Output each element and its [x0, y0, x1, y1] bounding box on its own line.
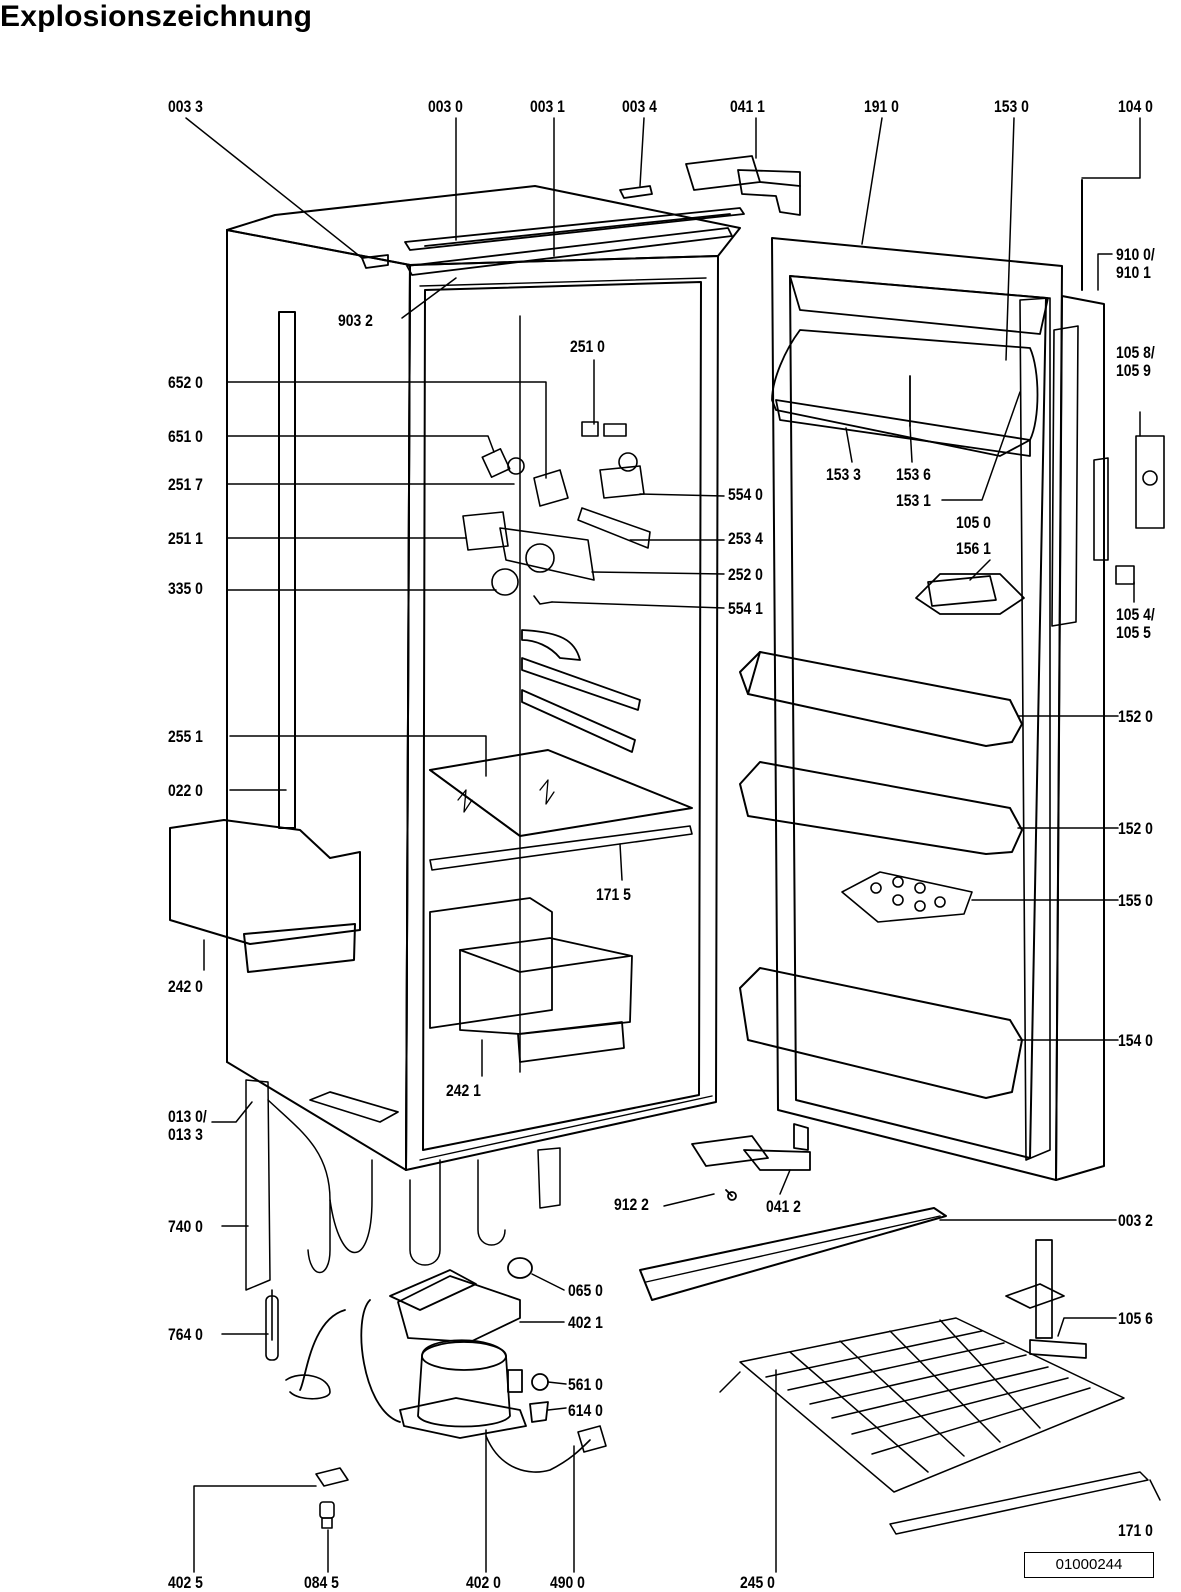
label-013-3: 013 3 [168, 1125, 203, 1144]
label-105-5: 105 5 [1116, 623, 1151, 642]
label-561-0: 561 0 [568, 1375, 603, 1394]
bottom-bracket [309, 1091, 399, 1123]
thermostat-sensor [265, 1289, 331, 1400]
label-251-7: 251 7 [168, 475, 203, 494]
label-253-4: 253 4 [728, 529, 763, 548]
label-156-1: 156 1 [956, 539, 991, 558]
label-740-0: 740 0 [168, 1217, 203, 1236]
label-153-1: 153 1 [896, 491, 931, 510]
label-153-0: 153 0 [994, 97, 1029, 116]
cabinet-body [226, 185, 741, 1171]
label-065-0: 065 0 [568, 1281, 603, 1300]
label-003-1: 003 1 [530, 97, 565, 116]
door-bin-left [169, 819, 361, 973]
top-cover-strips [361, 185, 745, 276]
inner-rails [521, 629, 641, 753]
drawing-number-box: 01000244 [1024, 1552, 1154, 1578]
vertical-tube [278, 311, 296, 829]
label-614-0: 614 0 [568, 1401, 603, 1420]
label-652-0: 652 0 [168, 373, 203, 392]
egg-tray [841, 871, 973, 923]
wire-shelf [719, 1317, 1149, 1535]
label-041-2: 041 2 [766, 1197, 801, 1216]
glass-shelf [429, 749, 693, 871]
crisper-drawers [429, 897, 633, 1063]
label-335-0: 335 0 [168, 579, 203, 598]
bottom-hinge [691, 1123, 811, 1201]
label-152-0-lower: 152 0 [1118, 819, 1153, 838]
label-242-1: 242 1 [446, 1081, 481, 1100]
label-903-2: 903 2 [338, 311, 373, 330]
label-105-9: 105 9 [1116, 361, 1151, 380]
vertical-bracket [1005, 1239, 1087, 1359]
mains-cable [485, 1425, 607, 1473]
label-252-0: 252 0 [728, 565, 763, 584]
label-153-6: 153 6 [896, 465, 931, 484]
door-hinge-parts [1093, 435, 1165, 585]
label-251-0: 251 0 [570, 337, 605, 356]
label-041-1: 041 1 [730, 97, 765, 116]
label-171-0: 171 0 [1118, 1521, 1153, 1540]
door-shelf-upper [739, 651, 1023, 747]
label-155-0: 155 0 [1118, 891, 1153, 910]
label-402-1: 402 1 [568, 1313, 603, 1332]
label-171-5: 171 5 [596, 885, 631, 904]
label-003-2: 003 2 [1118, 1211, 1153, 1230]
top-hinge [685, 155, 801, 216]
label-152-0-upper: 152 0 [1118, 707, 1153, 726]
label-105-4: 105 4/ [1116, 605, 1155, 624]
label-191-0: 191 0 [864, 97, 899, 116]
butter-compartment [771, 275, 1049, 457]
butter-dish [915, 573, 1025, 615]
bottle-shelf [739, 967, 1023, 1099]
label-554-1: 554 1 [728, 599, 763, 618]
label-910-0: 910 0/ [1116, 245, 1155, 264]
label-003-4: 003 4 [622, 97, 657, 116]
label-154-0: 154 0 [1118, 1031, 1153, 1050]
leader-lines [185, 117, 1161, 1573]
door-panel [771, 179, 1105, 1181]
page-title: Explosionszeichnung [0, 0, 313, 33]
condenser [245, 1079, 561, 1291]
label-104-0: 104 0 [1118, 97, 1153, 116]
cabinet-trims [419, 277, 713, 1161]
floor-strip [639, 1207, 947, 1301]
label-105-6: 105 6 [1118, 1309, 1153, 1328]
label-105-0: 105 0 [956, 513, 991, 532]
label-651-0: 651 0 [168, 427, 203, 446]
door-shelf-middle [739, 761, 1023, 855]
label-764-0: 764 0 [168, 1325, 203, 1344]
label-912-2: 912 2 [614, 1195, 649, 1214]
label-554-0: 554 0 [728, 485, 763, 504]
label-022-0: 022 0 [168, 781, 203, 800]
compressor [299, 1257, 549, 1439]
control-components [462, 421, 651, 605]
small-parts [315, 1467, 349, 1529]
label-251-1: 251 1 [168, 529, 203, 548]
label-013-0: 013 0/ [168, 1107, 207, 1126]
label-242-0: 242 0 [168, 977, 203, 996]
label-153-3: 153 3 [826, 465, 861, 484]
label-003-0: 003 0 [428, 97, 463, 116]
label-910-1: 910 1 [1116, 263, 1151, 282]
label-255-1: 255 1 [168, 727, 203, 746]
label-105-8: 105 8/ [1116, 343, 1155, 362]
label-003-3: 003 3 [168, 97, 203, 116]
